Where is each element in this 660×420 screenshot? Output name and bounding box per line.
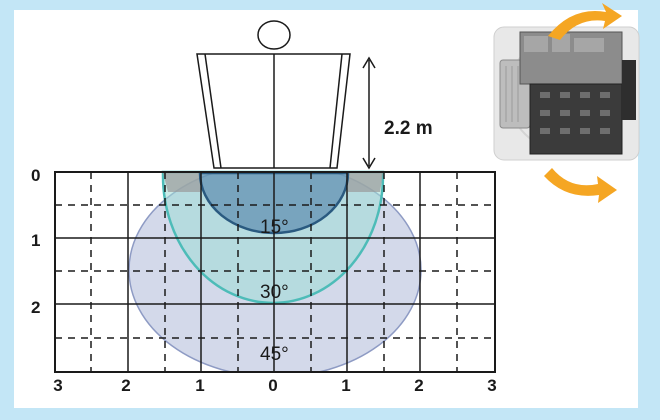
- column-label-0: 3: [53, 376, 62, 395]
- angle-label-15: 15°: [260, 217, 289, 238]
- row-label-1: 1: [31, 231, 40, 250]
- angle-label-45: 45°: [260, 344, 289, 365]
- column-label-6: 3: [487, 376, 496, 395]
- floor-grid-dashed: [55, 172, 495, 372]
- column-label-4: 1: [341, 376, 350, 395]
- rotation-arrow-icon: [544, 3, 622, 203]
- mount-height-label: 2.2 m: [384, 118, 433, 139]
- column-label-5: 2: [414, 376, 423, 395]
- zone-corner-right: [348, 173, 383, 192]
- lamp-housing-icon: [196, 53, 351, 169]
- height-arrow-icon: [362, 56, 376, 170]
- row-label-0: 0: [31, 166, 40, 185]
- floor-grid-border: [54, 171, 496, 373]
- column-label-1: 2: [121, 376, 130, 395]
- person-head-icon: [257, 20, 291, 50]
- column-label-2: 1: [195, 376, 204, 395]
- zone-corner-left: [163, 173, 200, 192]
- angle-label-30: 30°: [260, 282, 289, 303]
- column-label-3: 0: [268, 376, 277, 395]
- row-label-2: 2: [31, 298, 40, 317]
- sensor-module-photo: [493, 26, 640, 161]
